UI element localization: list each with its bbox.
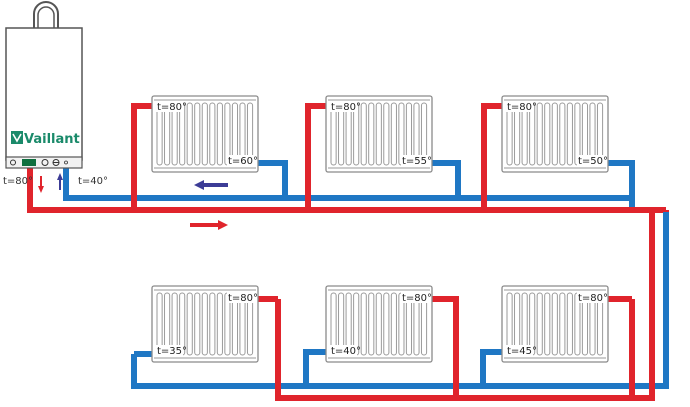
return-top-rad2 xyxy=(432,160,461,198)
label-background xyxy=(330,345,357,356)
radiator-fin xyxy=(201,292,208,356)
boiler-display xyxy=(22,159,36,166)
supply-flow-arrow xyxy=(190,220,228,230)
label-background xyxy=(577,292,604,303)
radiator-inlet-temp: t=80° xyxy=(507,102,537,113)
radiator-fin xyxy=(368,292,375,356)
radiator-fin xyxy=(209,292,216,356)
radiator-fin xyxy=(201,102,208,166)
return-flow-arrow xyxy=(194,180,228,190)
radiator-fin xyxy=(551,292,558,356)
radiator-top-3: t=80° t=50° xyxy=(501,95,609,173)
boiler-return-temp: t=40° xyxy=(78,176,108,187)
radiator-outlet-temp: t=55° xyxy=(402,156,432,167)
radiator-inlet-temp: t=80° xyxy=(331,102,361,113)
boiler-led-icon xyxy=(64,160,68,165)
radiator-fin xyxy=(390,292,397,356)
radiator-fin xyxy=(559,102,566,166)
label-background xyxy=(227,155,254,166)
radiator-fin xyxy=(383,292,390,356)
return-top-rad1 xyxy=(258,160,288,198)
supply-top-rad1 xyxy=(131,103,157,210)
boiler-flue xyxy=(33,1,59,28)
radiator-outlet-temp: t=50° xyxy=(578,156,608,167)
radiator-fin xyxy=(216,102,223,166)
radiator-fin xyxy=(186,102,193,166)
radiator-fin xyxy=(544,292,551,356)
boiler-supply-arrow xyxy=(38,176,44,193)
return-bottom-rad3 xyxy=(480,349,505,386)
label-background xyxy=(506,345,533,356)
radiator-fin xyxy=(375,102,382,166)
radiator-fin xyxy=(209,102,216,166)
radiator-fin xyxy=(383,102,390,166)
supply-bottom-rad2 xyxy=(432,296,459,398)
radiator-fin xyxy=(368,102,375,166)
radiator-outlet-temp: t=60° xyxy=(228,156,258,167)
boiler-brand: Vaillant xyxy=(24,132,80,147)
radiator-fin xyxy=(360,292,367,356)
label-background xyxy=(156,345,183,356)
label-background xyxy=(401,292,428,303)
radiator-outlet-temp: t=45° xyxy=(507,346,537,357)
label-background xyxy=(401,155,428,166)
radiator-inlet-temp: t=80° xyxy=(228,293,258,304)
radiator-fin xyxy=(566,292,573,356)
radiator-bottom-3: t=80° t=45° xyxy=(501,285,609,363)
radiator-fin xyxy=(390,102,397,166)
radiator-bottom-1: t=80° t=35° xyxy=(151,285,259,363)
boiler-power-icon xyxy=(41,159,49,166)
radiator-fin xyxy=(566,102,573,166)
label-background xyxy=(506,101,533,112)
boiler-return-arrow xyxy=(57,173,63,190)
radiator-outlet-temp: t=40° xyxy=(331,346,361,357)
radiator-top-2: t=80° t=55° xyxy=(325,95,433,173)
radiator-fin xyxy=(194,292,201,356)
return-bottom-rad2 xyxy=(303,349,330,386)
supply-main-line xyxy=(27,165,666,213)
radiator-fin xyxy=(536,292,543,356)
boiler-control-panel xyxy=(5,156,83,169)
radiator-top-1: t=80° t=60° xyxy=(151,95,259,173)
radiator-fin xyxy=(375,292,382,356)
radiator-fin xyxy=(536,102,543,166)
radiator-bottom-2: t=80° t=40° xyxy=(325,285,433,363)
boiler-supply-temp: t=80° xyxy=(3,176,33,187)
radiator-fin xyxy=(559,292,566,356)
radiators: t=80° t=60° t=80° t=55° t=80° t=50° t=80° t=35°… xyxy=(151,95,609,363)
radiator-fin xyxy=(194,102,201,166)
radiator-fin xyxy=(186,292,193,356)
label-background xyxy=(227,292,254,303)
radiator-fin xyxy=(544,102,551,166)
radiator-inlet-temp: t=80° xyxy=(402,293,432,304)
supply-top-rad2 xyxy=(305,103,330,210)
radiator-inlet-temp: t=80° xyxy=(578,293,608,304)
radiator-fin xyxy=(551,102,558,166)
supply-right-riser xyxy=(632,210,655,401)
boiler: Vaillant xyxy=(5,1,83,169)
boiler-knob-icon xyxy=(10,159,16,166)
supply-top-rad3 xyxy=(481,103,505,210)
vaillant-logo: Vaillant xyxy=(11,131,80,147)
radiator-outlet-temp: t=35° xyxy=(157,346,187,357)
radiator-inlet-temp: t=80° xyxy=(157,102,187,113)
radiator-fin xyxy=(360,102,367,166)
radiator-fin xyxy=(216,292,223,356)
supply-pipes xyxy=(27,103,669,401)
return-top-rad3 xyxy=(608,160,635,198)
label-background xyxy=(330,101,357,112)
label-background xyxy=(156,101,183,112)
return-main-line xyxy=(63,165,632,201)
label-background xyxy=(577,155,604,166)
